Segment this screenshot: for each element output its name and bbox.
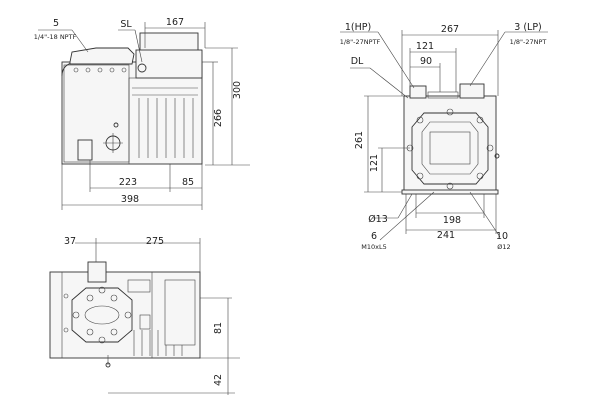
dim-81: 81 bbox=[213, 322, 224, 334]
dim-267: 267 bbox=[441, 24, 459, 35]
callout-5: 5 bbox=[53, 18, 59, 29]
callout-6-spec: M10xL5 bbox=[361, 243, 386, 251]
dim-42: 42 bbox=[213, 374, 224, 386]
side-view: 1(HP) 1/8"-27NPTF 3 (LP) 1/8"-27NPT DL 2… bbox=[340, 22, 548, 251]
dim-90: 90 bbox=[420, 56, 432, 67]
callout-6: 6 bbox=[371, 231, 377, 242]
dim-167: 167 bbox=[166, 17, 184, 28]
dim-13: Ø13 bbox=[368, 214, 388, 225]
side-view-hp-port bbox=[409, 85, 427, 99]
front-view-terminal-box bbox=[135, 49, 203, 79]
side-view-lp-port bbox=[459, 83, 485, 99]
front-view-fins bbox=[132, 87, 198, 158]
front-view-oil-pump bbox=[77, 139, 93, 161]
dim-275: 275 bbox=[146, 236, 164, 247]
callout-5-spec: 1/4"-18 NPTF bbox=[34, 33, 77, 41]
callout-10: 10 bbox=[496, 231, 508, 242]
top-view-center-oval bbox=[84, 305, 120, 325]
top-view-discharge-valve bbox=[87, 261, 107, 283]
top-view-terminal-box bbox=[151, 271, 201, 359]
callout-hp-spec: 1/8"-27NPTF bbox=[340, 38, 381, 46]
dim-121-top: 121 bbox=[416, 41, 434, 52]
front-view-terminal-box-top bbox=[139, 32, 199, 52]
side-view-flange-octagon bbox=[411, 112, 489, 185]
dim-266: 266 bbox=[213, 109, 224, 127]
callout-10-spec: Ø12 bbox=[497, 243, 510, 251]
top-view: 37 275 81 42 bbox=[49, 236, 240, 395]
dim-398: 398 bbox=[121, 194, 139, 205]
callout-hp: 1(HP) bbox=[345, 22, 371, 33]
side-view-foot bbox=[401, 189, 499, 195]
dim-121-side: 121 bbox=[369, 154, 380, 172]
callout-sl: SL bbox=[120, 19, 132, 30]
dim-223: 223 bbox=[119, 177, 137, 188]
dim-241: 241 bbox=[437, 230, 455, 241]
dim-37: 37 bbox=[64, 236, 76, 247]
side-view-body bbox=[403, 95, 497, 193]
callout-dl: DL bbox=[351, 56, 364, 67]
top-view-fins bbox=[133, 330, 183, 356]
front-view: 5 1/4"-18 NPTF SL 167 300 266 223 85 398 bbox=[34, 17, 250, 210]
front-view-cylinder-head bbox=[69, 47, 135, 65]
dim-261: 261 bbox=[354, 131, 365, 149]
dim-198: 198 bbox=[443, 215, 461, 226]
top-view-bolts bbox=[72, 286, 132, 344]
callout-lp-spec: 1/8"-27NPT bbox=[510, 38, 547, 46]
front-view-service-valve bbox=[137, 63, 147, 73]
dim-300: 300 bbox=[232, 81, 243, 99]
dim-85: 85 bbox=[182, 177, 194, 188]
top-view-valve-plate bbox=[71, 287, 133, 343]
callout-lp: 3 (LP) bbox=[514, 22, 542, 33]
side-view-inner-cavity bbox=[429, 131, 471, 165]
